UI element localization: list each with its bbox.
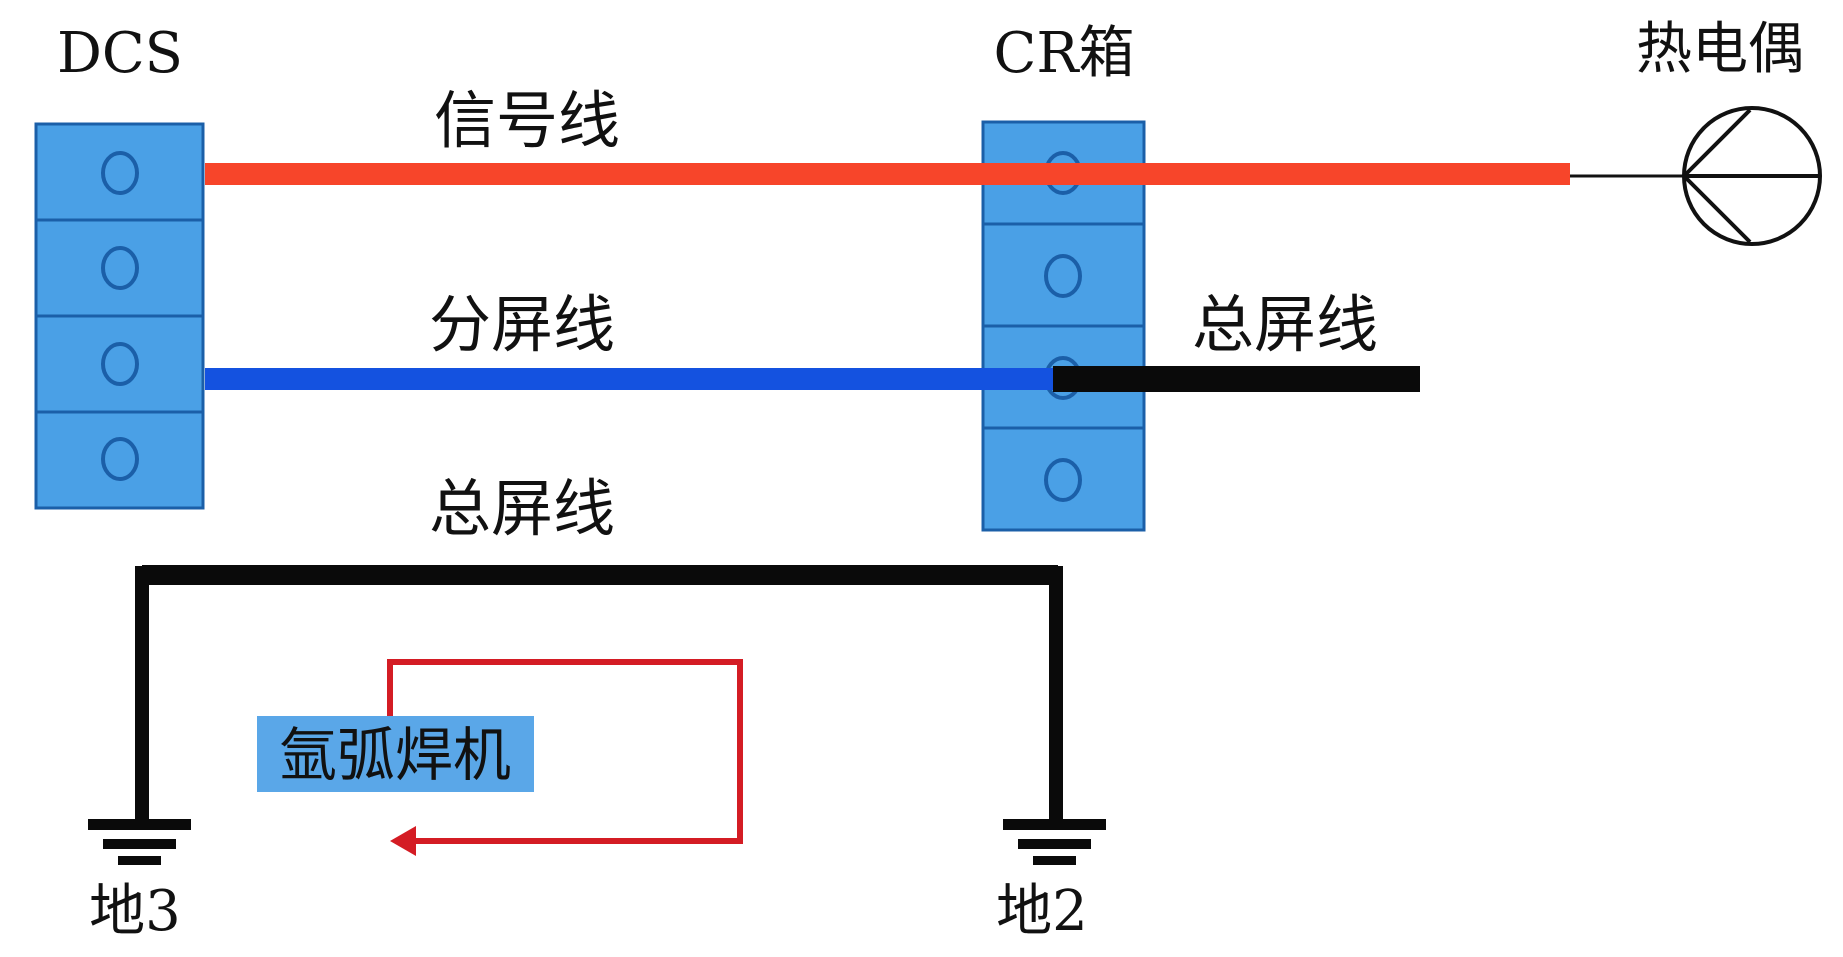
dcs-terminal-4 [34,410,205,510]
dcs-label: DCS [57,21,183,86]
cr-terminal-screw-2 [1044,254,1082,298]
main-shield-wire-right [1053,366,1420,392]
welder-current-loop [387,659,743,856]
branch-shield-wire [205,368,1055,390]
thermocouple-label: 热电偶 [1636,17,1804,82]
dcs-terminal-2 [34,218,205,318]
ground-3-label: 地3 [89,879,181,944]
branch-shield-wire-label: 分屏线 [429,288,615,361]
dcs-terminal-screw-4 [101,437,139,481]
argon-welder-label: 氩弧焊机 [279,721,511,789]
main-shield-wire-bottom-label: 总屏线 [429,472,615,545]
cr-terminal-4 [981,426,1146,532]
welder-label-background [257,716,534,792]
dcs-terminal-block [34,122,205,510]
ground-2-icon [1003,819,1106,865]
signal-wire [205,163,1570,185]
cr-terminal-screw-4 [1044,458,1082,502]
dcs-terminal-screw-3 [101,342,139,386]
ground-2-label: 地2 [996,879,1088,944]
dcs-terminal-screw-2 [101,246,139,290]
ground-3-icon [88,819,191,865]
main-shield-bus [135,565,1063,830]
dcs-terminal-screw-1 [101,151,139,195]
signal-wire-label: 信号线 [434,84,620,157]
cr-terminal-2 [981,222,1146,328]
thermocouple-icon [1682,106,1822,246]
main-shield-wire-right-label: 总屏线 [1192,288,1378,361]
arrow-left-icon [390,826,416,856]
dcs-terminal-3 [34,314,205,414]
cr-box-label: CR箱 [993,21,1134,86]
dcs-terminal-1 [34,122,205,222]
